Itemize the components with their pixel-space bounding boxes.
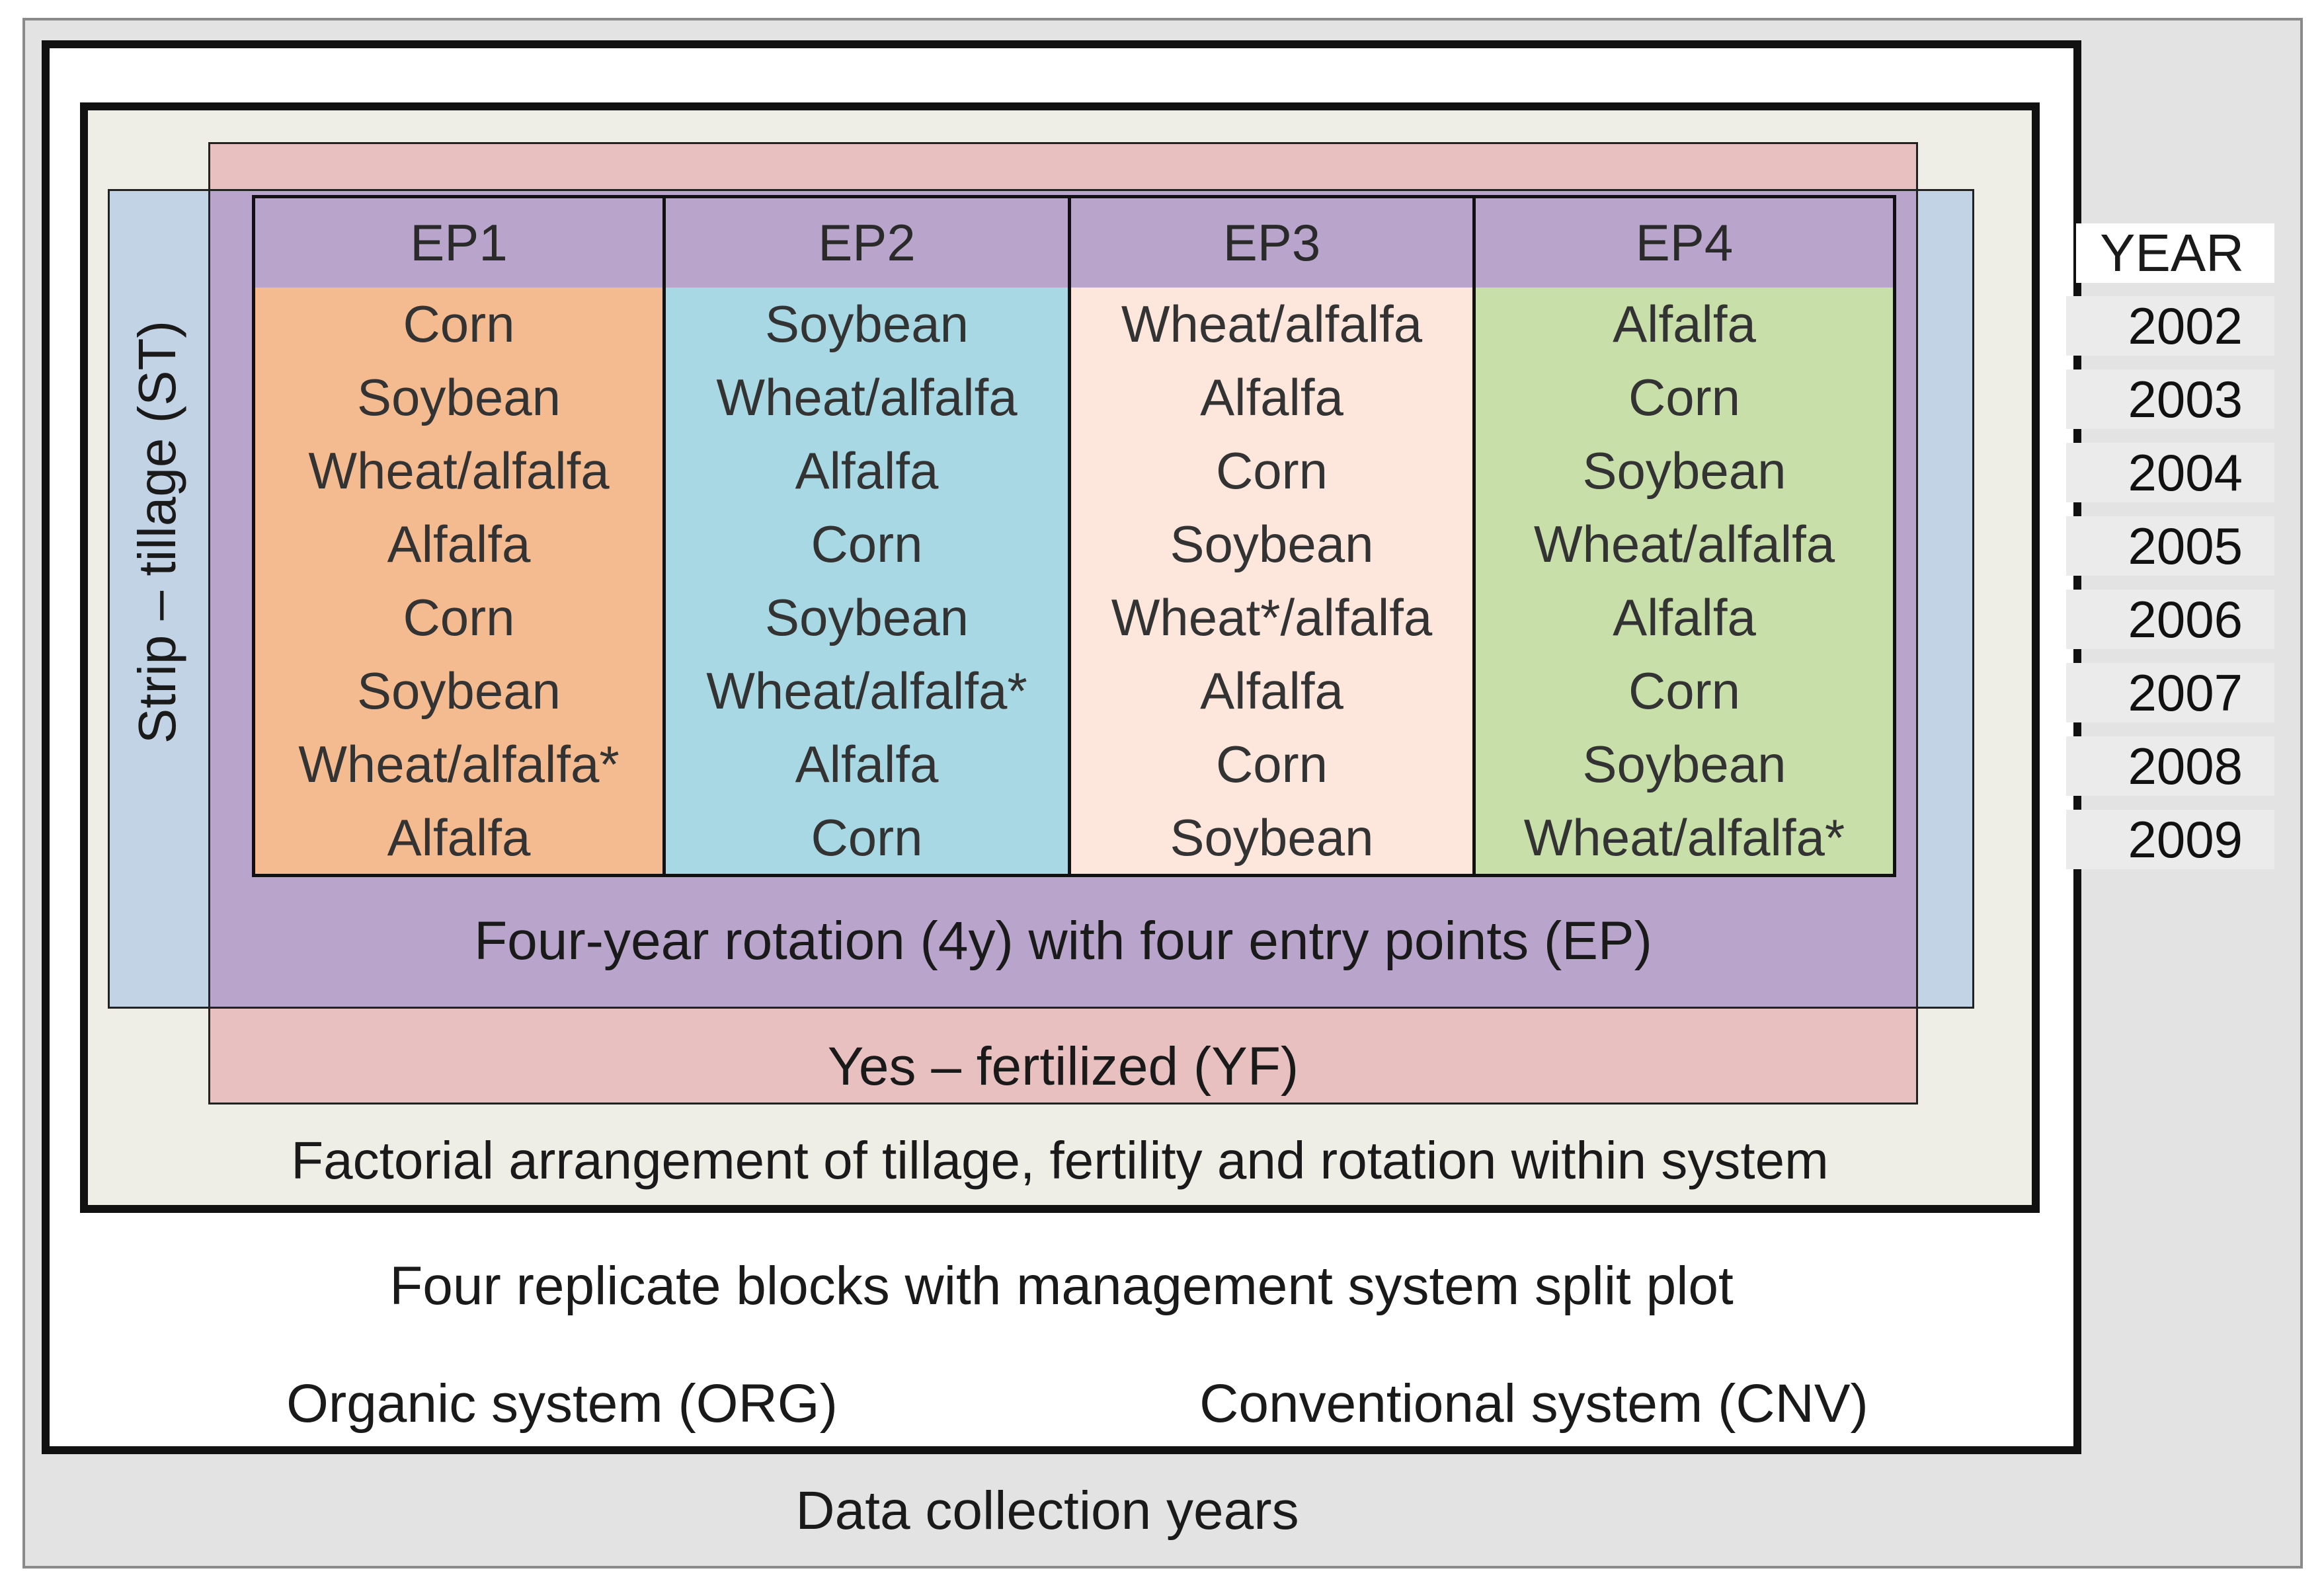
crop-cell: Soybean [765, 588, 969, 646]
crop-cell: Corn [403, 588, 515, 646]
crop-cell: Wheat/alfalfa [308, 442, 610, 500]
data-collection-years-label: Data collection years [795, 1481, 1299, 1541]
crop-cell: Alfalfa [795, 442, 939, 500]
crop-cell: Alfalfa [387, 808, 531, 867]
year-label: 2004 [2066, 443, 2274, 502]
year-header: YEAR [2076, 223, 2274, 283]
crop-cell: Soybean [357, 368, 561, 426]
crop-cell: Wheat*/alfalfa [1111, 588, 1433, 646]
crop-cell: Wheat/alfalfa [1533, 515, 1835, 573]
crop-cell: Alfalfa [1613, 588, 1756, 646]
year-label: 2002 [2066, 296, 2274, 356]
factorial-label: Factorial arrangement of tillage, fertil… [291, 1131, 1829, 1190]
year-label: 2008 [2066, 736, 2274, 796]
entry-point-header: EP3 [1071, 198, 1472, 288]
crop-cell: Soybean [1170, 515, 1374, 573]
crop-cell: Wheat/alfalfa* [298, 735, 620, 793]
entry-point-header: EP1 [255, 198, 662, 288]
crop-cell: Alfalfa [795, 735, 939, 793]
crop-cell: Alfalfa [1200, 368, 1343, 426]
entry-point-header: EP4 [1476, 198, 1893, 288]
crop-cell: Wheat/alfalfa [1121, 295, 1423, 353]
crop-cell: Soybean [1582, 735, 1786, 793]
rotation-label: Four-year rotation (4y) with four entry … [474, 911, 1652, 971]
crop-cell: Alfalfa [387, 515, 531, 573]
entry-point-header: EP2 [666, 198, 1068, 288]
replicate-blocks-label: Four replicate blocks with management sy… [389, 1256, 1734, 1316]
crop-cell: Corn [1628, 368, 1741, 426]
crop-cell: Wheat/alfalfa [716, 368, 1018, 426]
year-label: 2007 [2066, 663, 2274, 722]
crop-cell: Wheat/alfalfa* [706, 662, 1027, 720]
organic-system-label: Organic system (ORG) [286, 1374, 838, 1434]
crop-cell: Corn [811, 808, 923, 867]
crop-cell: Corn [1628, 662, 1741, 720]
tillage-label: Strip – tillage (ST) [128, 320, 186, 744]
fertilized-label: Yes – fertilized (YF) [827, 1036, 1299, 1097]
crop-cell: Soybean [1582, 442, 1786, 500]
year-label: 2005 [2066, 516, 2274, 576]
year-label: 2003 [2066, 369, 2274, 429]
crop-cell: Corn [403, 295, 515, 353]
year-label: 2009 [2066, 810, 2274, 869]
crop-cell: Corn [1215, 735, 1328, 793]
crop-cell: Alfalfa [1613, 295, 1756, 353]
crop-cell: Corn [811, 515, 923, 573]
crop-cell: Alfalfa [1200, 662, 1343, 720]
crop-cell: Soybean [357, 662, 561, 720]
year-label: 2006 [2066, 590, 2274, 649]
crop-cell: Wheat/alfalfa* [1523, 808, 1845, 867]
crop-cell: Soybean [765, 295, 969, 353]
crop-cell: Corn [1215, 442, 1328, 500]
crop-cell: Soybean [1170, 808, 1374, 867]
conventional-system-label: Conventional system (CNV) [1199, 1374, 1868, 1434]
